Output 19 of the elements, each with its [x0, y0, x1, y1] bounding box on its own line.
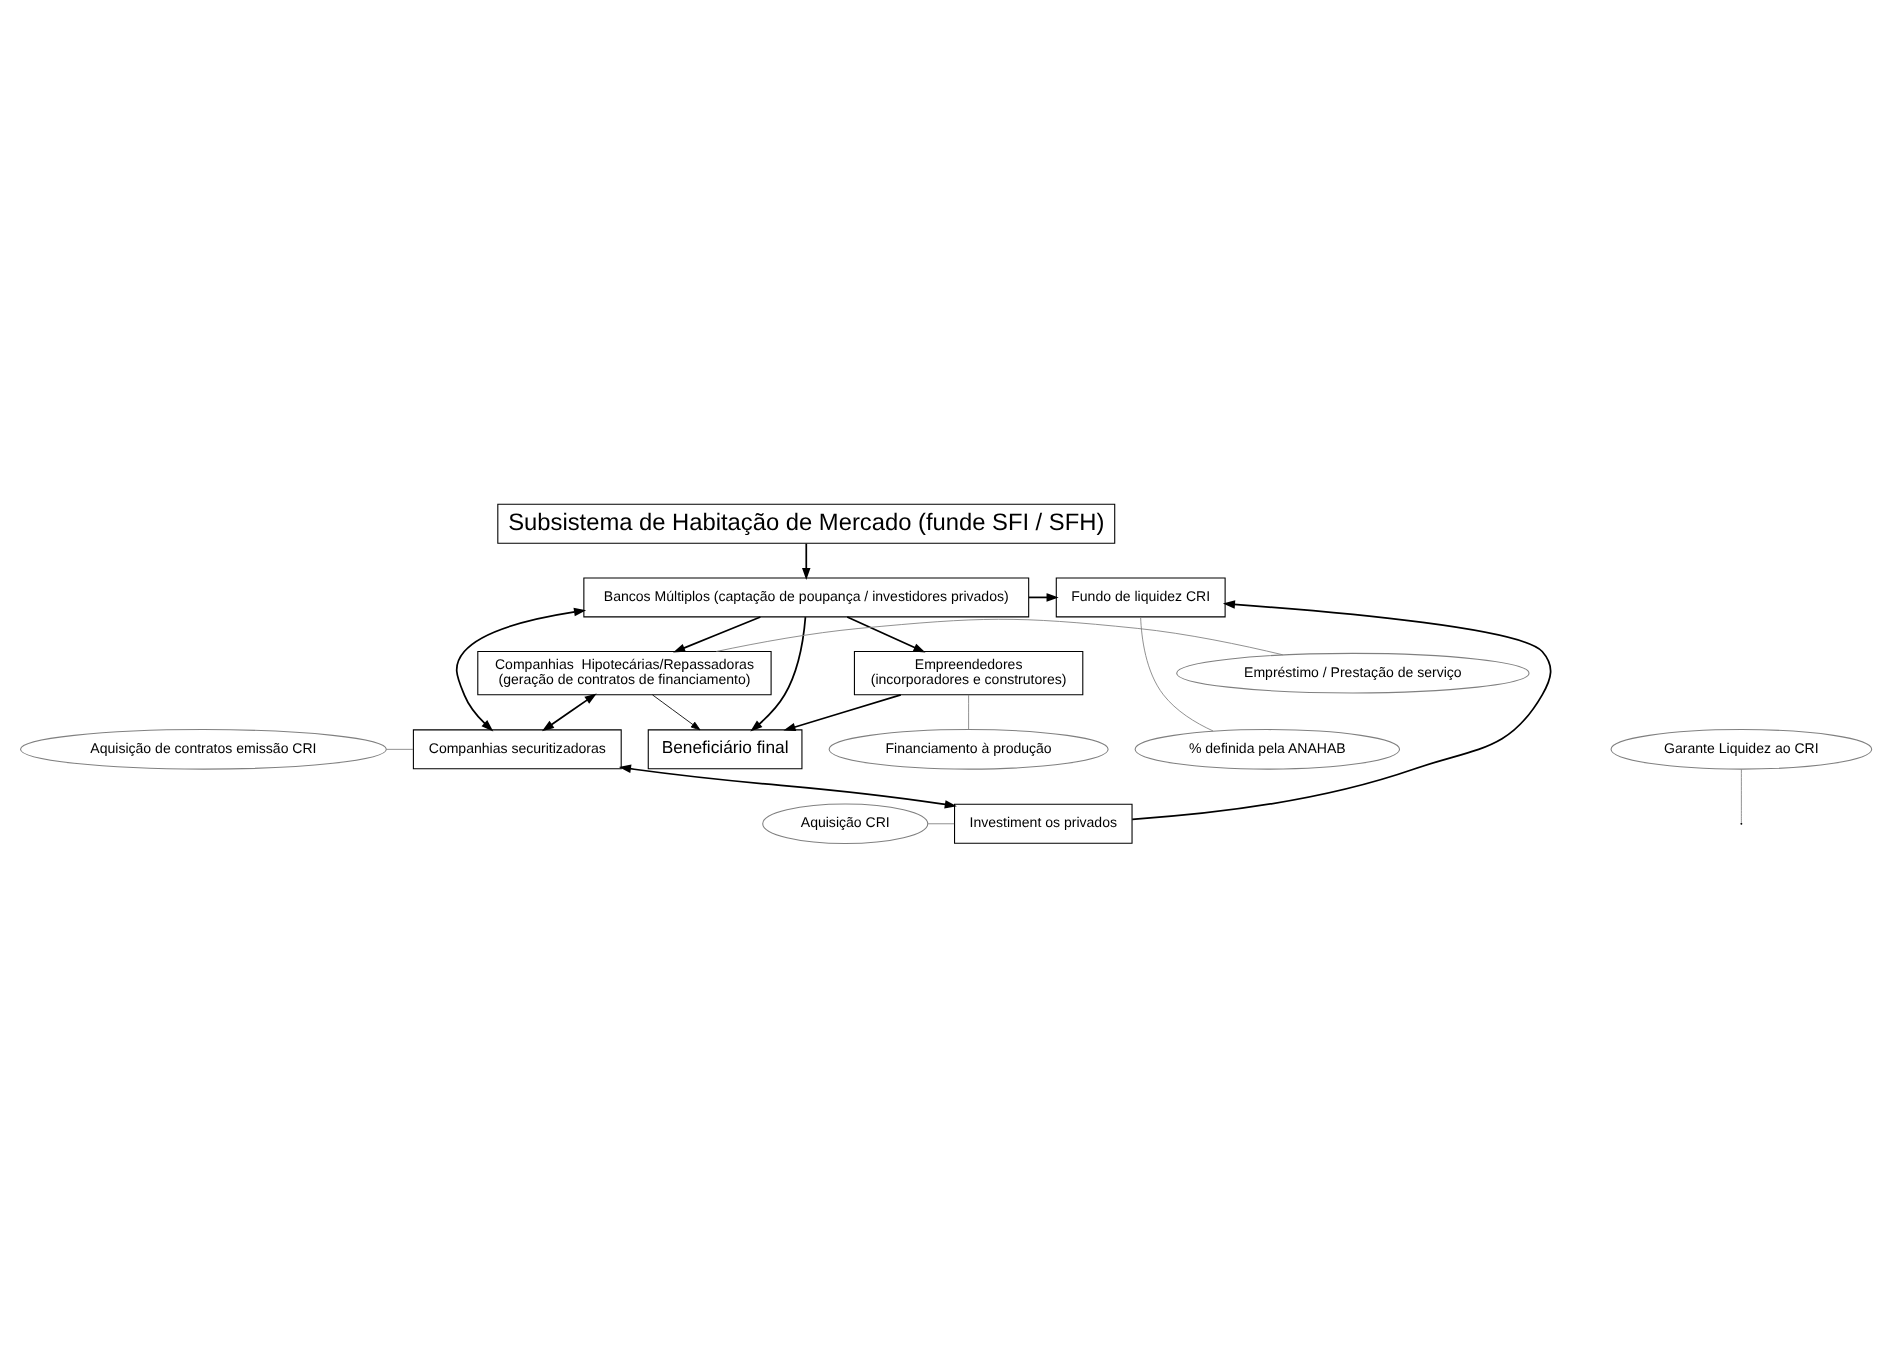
arrow — [1028, 592, 1059, 601]
arrow — [750, 615, 807, 731]
connector — [1140, 615, 1214, 731]
node-box: Beneficiário final — [647, 728, 803, 769]
arrow — [455, 606, 587, 731]
arrow — [541, 692, 597, 731]
arrow — [652, 693, 701, 730]
connector — [927, 822, 955, 824]
connector — [1740, 767, 1742, 823]
arrow — [802, 541, 811, 580]
connector — [968, 693, 970, 729]
arrow — [783, 693, 902, 731]
arrow — [846, 615, 926, 652]
connector — [386, 747, 414, 749]
arrow — [1131, 599, 1552, 820]
arrow — [673, 615, 762, 652]
node-box: Subsistema de Habitação de Mercado (funde SFI / SFH) — [497, 502, 1116, 543]
connector — [715, 617, 1284, 655]
arrow — [618, 763, 957, 808]
